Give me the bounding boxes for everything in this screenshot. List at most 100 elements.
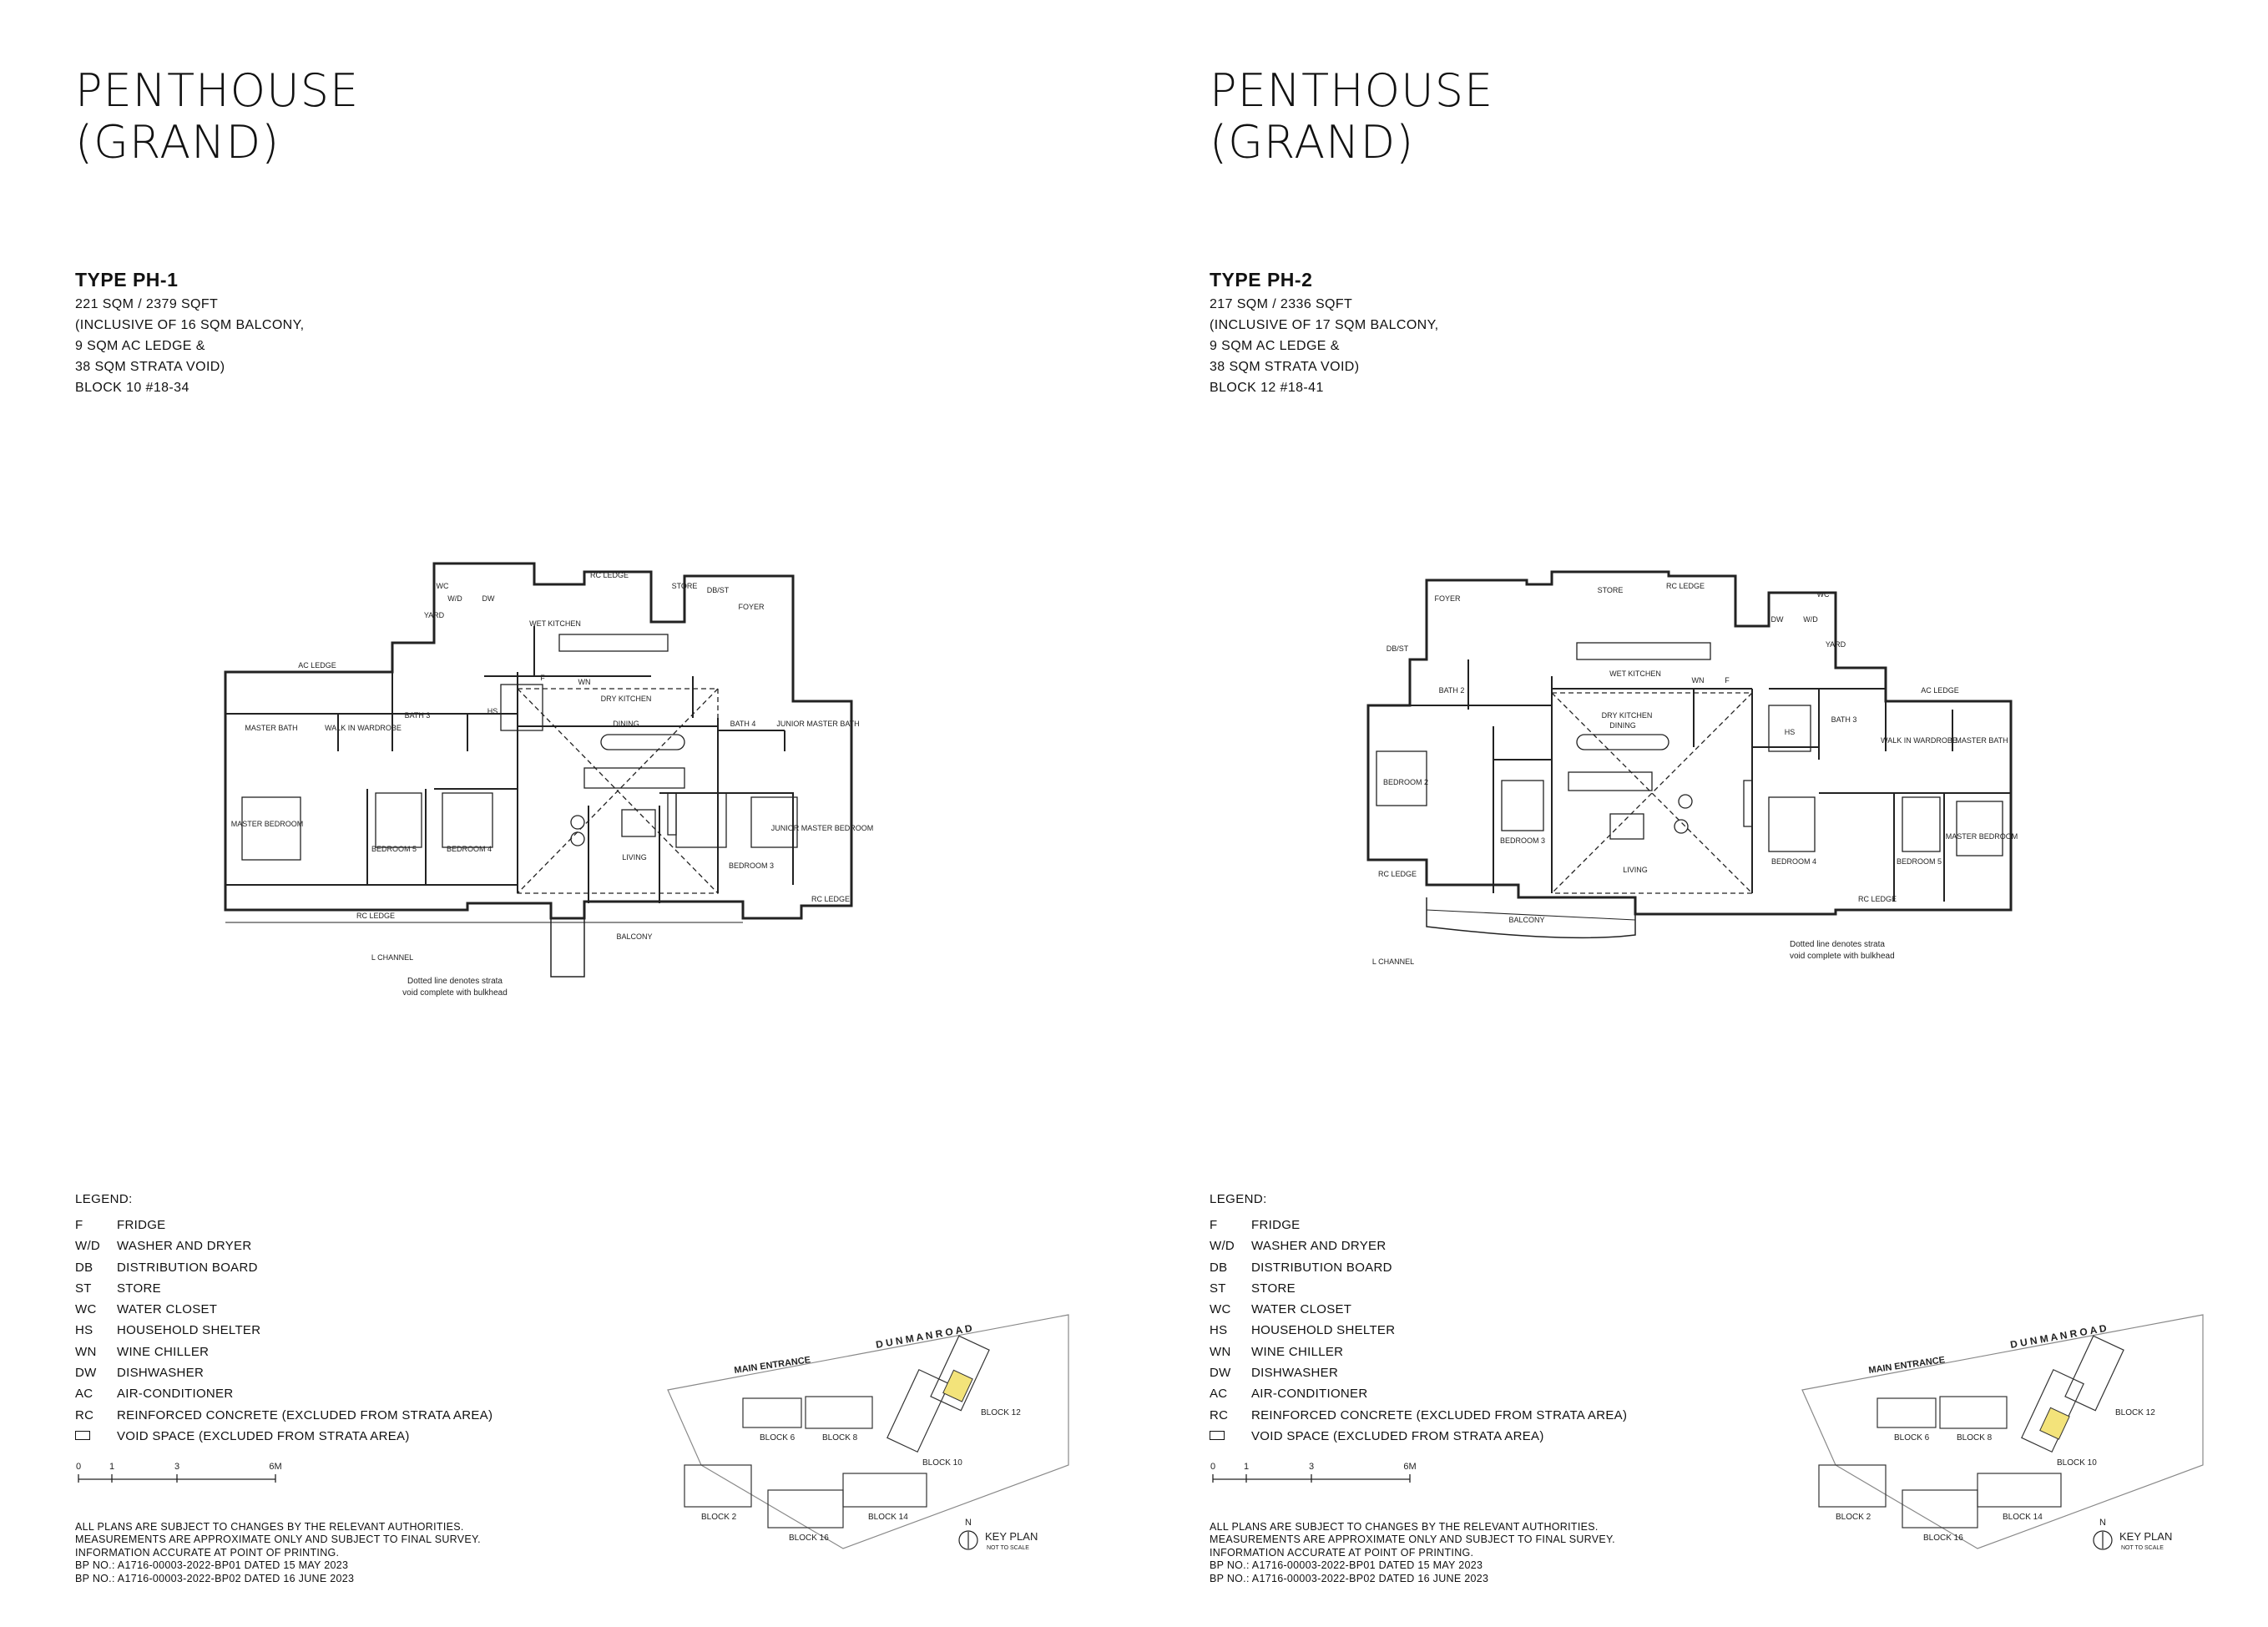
void-note: Dotted line denotes strata void complete… — [1790, 940, 1895, 961]
void-note-line-1: Dotted line denotes strata — [1790, 940, 1885, 949]
unit-inclusive-2: 9 SQM AC LEDGE & — [1210, 339, 1340, 353]
label-l-channel: L CHANNEL — [1372, 958, 1414, 966]
block14-shape — [1977, 1473, 2062, 1508]
label-balcony: BALCONY — [616, 932, 652, 941]
scale-6: 6M — [269, 1462, 281, 1472]
label-living: LIVING — [1623, 866, 1648, 874]
svg-text:MAIN ENTRANCE: MAIN ENTRANCE — [1868, 1355, 1946, 1376]
label-db: DB/ST — [1387, 644, 1409, 653]
block8-shape — [1939, 1396, 2008, 1429]
void-space-icon — [75, 1430, 90, 1440]
svg-text:BLOCK 10: BLOCK 10 — [2057, 1458, 2097, 1468]
label-master-bedroom: MASTER BEDROOM — [1946, 832, 2018, 841]
label-wn: WN — [578, 678, 591, 686]
balcony-outline — [1426, 897, 1636, 939]
label-dw: DW — [1771, 615, 1784, 624]
label-bath4: BATH 4 — [730, 720, 756, 728]
label-bedroom5: BEDROOM 5 — [371, 845, 417, 853]
title-line-1: PENTHOUSE — [1210, 64, 1494, 117]
floor-plan-svg: MASTER BEDROOM MASTER BATH WALK IN WARDR… — [224, 562, 873, 998]
label-walk-in-wardrobe: WALK IN WARDROBE — [1881, 736, 1957, 745]
label-rc-ledge-2: RC LEDGE — [1378, 870, 1417, 878]
blocks — [1818, 1335, 2124, 1528]
furniture — [1376, 642, 2003, 856]
label-bedroom5: BEDROOM 5 — [1897, 857, 1942, 866]
block2-shape — [684, 1464, 752, 1508]
site-boundary — [1801, 1314, 2204, 1549]
block8-shape — [805, 1396, 873, 1429]
dining-table — [600, 734, 685, 750]
dining-table — [1576, 734, 1669, 750]
key-plan-title: KEY PLAN — [2119, 1530, 2172, 1543]
outer-wall — [1366, 570, 2013, 916]
label-wd: W/D — [1803, 615, 1818, 624]
label-walk-in-wardrobe: WALK IN WARDROBE — [325, 724, 402, 732]
svg-text:BLOCK 16: BLOCK 16 — [789, 1534, 829, 1543]
label-store: STORE — [1598, 586, 1624, 594]
wet-kitchen-counter — [558, 634, 669, 652]
svg-text:BLOCK 16: BLOCK 16 — [1923, 1534, 1963, 1543]
label-store: STORE — [672, 582, 698, 590]
master-bed — [241, 796, 301, 861]
void-note-line-2: void complete with bulkhead — [402, 988, 508, 998]
disclaimer-notes: ALL PLANS ARE SUBJECT TO CHANGES BY THE … — [1210, 1521, 1615, 1584]
strata-void-lines — [1551, 692, 1753, 894]
bedroom4-bed — [1768, 796, 1816, 852]
wet-kitchen-counter — [1576, 642, 1711, 660]
coffee-table — [1609, 813, 1644, 840]
page-title: PENTHOUSE (GRAND) — [75, 65, 359, 169]
disclaimer-notes: ALL PLANS ARE SUBJECT TO CHANGES BY THE … — [75, 1521, 481, 1584]
unit-inclusive-1: (INCLUSIVE OF 17 SQM BALCONY, — [1210, 318, 1439, 332]
key-plan: MAIN ENTRANCE D U N M A N R O A D BLOCK … — [651, 1298, 1085, 1565]
floor-plan-drawing: BEDROOM 2 BATH 2 BEDROOM 3 FOYER STORE R… — [1301, 543, 2094, 1010]
label-rc-ledge-1: RC LEDGE — [356, 912, 395, 920]
highlighted-unit — [2039, 1407, 2070, 1440]
legend-heading: LEGEND: — [1210, 1192, 1267, 1206]
scale-0: 0 — [1210, 1462, 1215, 1472]
label-bedroom3: BEDROOM 3 — [1500, 836, 1545, 845]
unit-block: BLOCK 10 #18-34 — [75, 381, 189, 395]
master-bed — [1956, 801, 2003, 856]
label-rc-ledge-3: RC LEDGE — [590, 571, 629, 579]
floor-plan-svg: BEDROOM 2 BATH 2 BEDROOM 3 FOYER STORE R… — [1366, 570, 2018, 966]
site-boundary — [667, 1314, 1069, 1549]
label-yard: YARD — [1826, 640, 1846, 649]
not-to-scale: NOT TO SCALE — [987, 1545, 1029, 1551]
key-plan-labels: MAIN ENTRANCE D U N M A N R O A D BLOCK … — [1836, 1322, 2155, 1543]
label-l-channel: L CHANNEL — [371, 953, 413, 962]
void-space-icon — [1210, 1430, 1225, 1440]
block6-shape — [742, 1397, 802, 1428]
label-fridge: F — [1725, 676, 1730, 685]
sofa — [1568, 771, 1653, 791]
label-wc: WC — [437, 582, 449, 590]
svg-text:BLOCK 8: BLOCK 8 — [822, 1433, 858, 1443]
north-arrow: N — [2093, 1518, 2113, 1550]
north-label: N — [2099, 1518, 2106, 1528]
label-bath2: BATH 2 — [1439, 686, 1465, 695]
label-junior-master-bath: JUNIOR MASTER BATH — [776, 720, 859, 728]
label-wn: WN — [1692, 676, 1705, 685]
label-bedroom3: BEDROOM 3 — [729, 862, 774, 870]
label-bedroom2: BEDROOM 2 — [1383, 778, 1428, 786]
unit-details: 221 SQM / 2379 SQFT (INCLUSIVE OF 16 SQM… — [75, 294, 305, 398]
label-dry-kitchen: DRY KITCHEN — [1602, 711, 1653, 720]
label-master-bath: MASTER BATH — [245, 724, 297, 732]
svg-text:BLOCK 2: BLOCK 2 — [1836, 1513, 1871, 1522]
label-bedroom4: BEDROOM 4 — [447, 845, 492, 853]
label-dry-kitchen: DRY KITCHEN — [601, 695, 652, 703]
block6-shape — [1877, 1397, 1937, 1428]
key-plan-title: KEY PLAN — [985, 1530, 1038, 1543]
scale-3: 3 — [174, 1462, 179, 1472]
hs-room — [500, 684, 543, 731]
block16-shape — [1902, 1489, 1978, 1528]
floor-plan-sheet-ph1: PENTHOUSE (GRAND) TYPE PH-1 221 SQM / 23… — [75, 65, 1085, 1584]
label-foyer: FOYER — [738, 603, 765, 611]
